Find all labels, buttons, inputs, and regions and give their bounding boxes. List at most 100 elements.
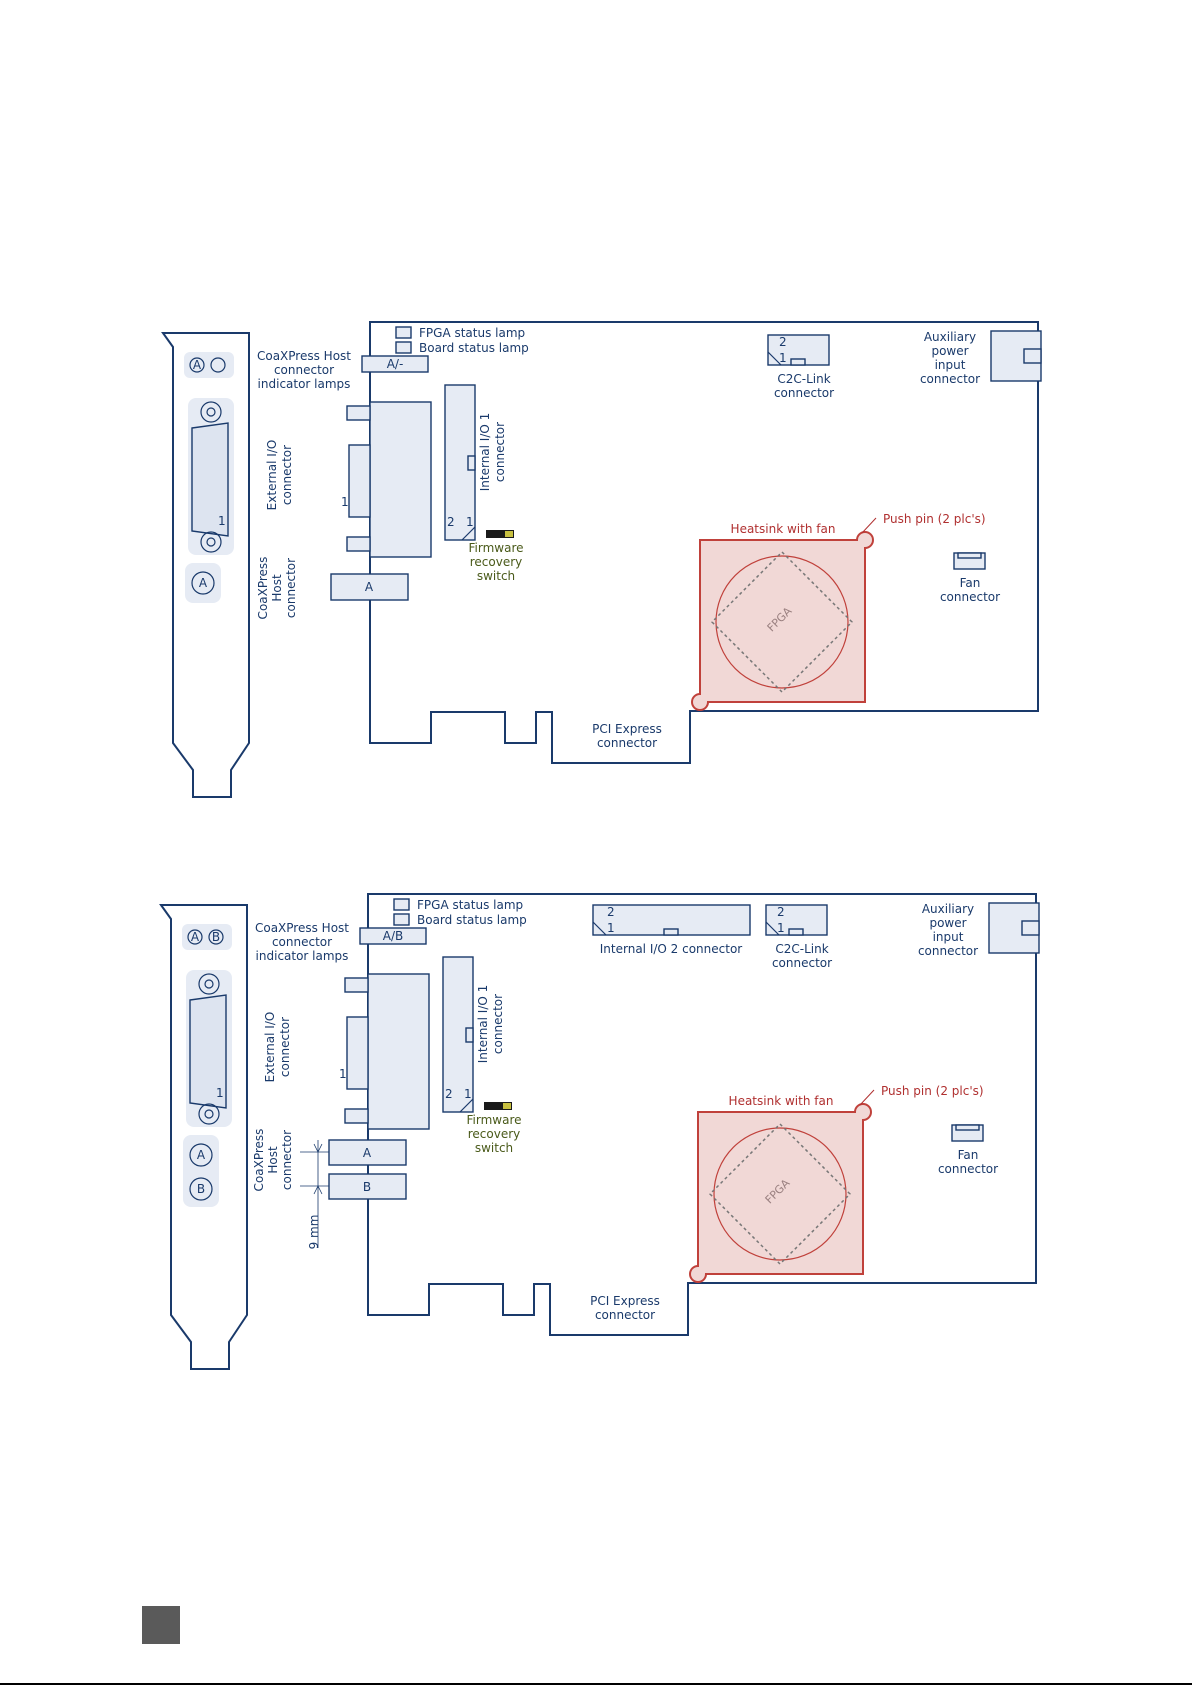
bracket-lamp-a	[187, 929, 203, 945]
c2c-link-line2: connector	[774, 386, 834, 400]
c2c-link-line1: C2C-Link	[775, 942, 828, 956]
external-io-connector	[367, 973, 430, 1130]
external-io-shell	[348, 444, 371, 518]
fan-circle	[715, 555, 849, 689]
internal-io1-pin1: 1	[466, 515, 474, 529]
host-connector-label-line3: connector	[284, 558, 298, 618]
push-pin-label: Push pin (2 plc's)	[883, 512, 986, 526]
internal-io1-pin2: 2	[447, 515, 455, 529]
diagram-single-port: A 1 A FPGA status lamp Board status lamp…	[161, 321, 1042, 798]
internal-io1-pin1-mark	[459, 1098, 474, 1113]
bracket-lamp-panel	[182, 924, 232, 950]
host-connector-b-label: B	[363, 1180, 371, 1194]
fpga-status-lamp-icon	[395, 326, 412, 339]
firmware-switch-knob	[503, 1103, 511, 1109]
c2c-link-key	[788, 928, 804, 936]
indicator-lamps-line3: indicator lamps	[256, 949, 349, 963]
pcie-line2: connector	[595, 1308, 655, 1322]
bracket-port-a-icon	[191, 571, 215, 595]
firmware-switch-line3: switch	[477, 569, 515, 583]
bracket-port-panel	[185, 563, 221, 603]
aux-power-line3: input	[933, 930, 964, 944]
c2c-pin1: 1	[779, 351, 787, 365]
host-connector-label-line2: Host	[270, 574, 284, 602]
aux-power-key	[1021, 920, 1040, 936]
bracket-lamp-a	[189, 357, 205, 373]
c2c-pin2: 2	[777, 905, 785, 919]
c2c-pin2: 2	[779, 335, 787, 349]
dsub-screw-top-icon	[200, 401, 222, 423]
aux-power-line1: Auxiliary	[924, 330, 976, 344]
aux-power-line4: connector	[920, 372, 980, 386]
internal-io2-pin1: 1	[607, 921, 615, 935]
bracket-dsub-pin1: 1	[218, 514, 226, 528]
pcie-line2: connector	[597, 736, 657, 750]
indicator-lamps-line3: indicator lamps	[258, 377, 351, 391]
external-io-tab-bottom	[344, 1108, 369, 1124]
diagram-dual-port: A B 1 A B FPGA status lamp Board status …	[159, 893, 1040, 1370]
board-status-lamp-label: Board status lamp	[417, 913, 527, 927]
internal-io1-key	[467, 455, 476, 471]
internal-io1-label-line1: Internal I/O 1	[476, 985, 490, 1064]
indicator-lamps-line2: connector	[274, 363, 334, 377]
dsub-screw-bottom-inner	[206, 537, 216, 547]
external-io-connector	[369, 401, 432, 558]
bracket: A 1 A	[161, 332, 250, 798]
dsub-screw-bottom-inner	[204, 1109, 214, 1119]
heatsink-label: Heatsink with fan	[731, 522, 836, 536]
bracket-lamp-b	[208, 929, 224, 945]
aux-power-key	[1023, 348, 1042, 364]
spacing-dimension	[300, 1140, 329, 1248]
aux-power-line4: connector	[918, 944, 978, 958]
heatsink: FPGA	[691, 531, 874, 711]
board-status-lamp-label: Board status lamp	[419, 341, 529, 355]
pcie-line1: PCI Express	[590, 1294, 660, 1308]
host-connector-label-line1: CoaXPress	[252, 1129, 266, 1192]
external-io-tab-top	[344, 977, 369, 993]
fan-connector-line2: connector	[940, 590, 1000, 604]
fan-connector-line1: Fan	[958, 1148, 979, 1162]
dsub-screw-top-icon	[198, 973, 220, 995]
fpga-status-lamp-icon	[393, 898, 410, 911]
bracket-port-panel	[183, 1135, 219, 1207]
board-status-lamp-icon	[393, 913, 410, 926]
fpga-status-lamp-label: FPGA status lamp	[419, 326, 525, 340]
heatsink-body	[689, 1103, 872, 1283]
push-pin-label: Push pin (2 plc's)	[881, 1084, 984, 1098]
c2c-pin1: 1	[777, 921, 785, 935]
firmware-switch-line1: Firmware	[469, 541, 524, 555]
internal-io2-key	[663, 928, 679, 936]
fan-connector-key	[955, 1124, 980, 1131]
firmware-switch-line2: recovery	[468, 1127, 521, 1141]
aux-power-line2: power	[929, 916, 966, 930]
dsub-screw-bottom-icon	[198, 1103, 220, 1125]
bracket-port-a-label: A	[197, 1148, 206, 1162]
bracket-lamp-a-label: A	[191, 930, 200, 944]
internal-io1-label-line2: connector	[493, 422, 507, 482]
fan-connector-line2: connector	[938, 1162, 998, 1176]
indicator-lamps-line1: CoaXPress Host	[255, 921, 349, 935]
internal-io1-pin2: 2	[445, 1087, 453, 1101]
aux-power-line1: Auxiliary	[922, 902, 974, 916]
external-io-shell	[346, 1016, 369, 1090]
dsub-screw-top-inner	[204, 979, 214, 989]
bracket-lamp-panel	[184, 352, 234, 378]
c2c-link-pin1-mark	[765, 921, 780, 936]
firmware-switch-icon	[486, 530, 514, 538]
host-connector-b	[328, 1173, 407, 1200]
firmware-switch-line2: recovery	[470, 555, 523, 569]
bracket-outline	[159, 904, 248, 1370]
bracket-dsub-pin1: 1	[216, 1086, 224, 1100]
board-outline	[367, 893, 1037, 1336]
bracket-port-b-icon	[189, 1177, 213, 1201]
internal-io1-label-line1: Internal I/O 1	[478, 413, 492, 492]
dsub-shell	[189, 994, 227, 1109]
lamp-tag-label: A/-	[387, 357, 404, 371]
c2c-link-line1: C2C-Link	[777, 372, 830, 386]
aux-power-line3: input	[935, 358, 966, 372]
fan-circle	[713, 1127, 847, 1261]
external-io-label-line1: External I/O	[263, 1012, 277, 1083]
fpga-status-lamp-label: FPGA status lamp	[417, 898, 523, 912]
internal-io2-label: Internal I/O 2 connector	[600, 942, 743, 956]
bracket-port-a-icon	[189, 1143, 213, 1167]
